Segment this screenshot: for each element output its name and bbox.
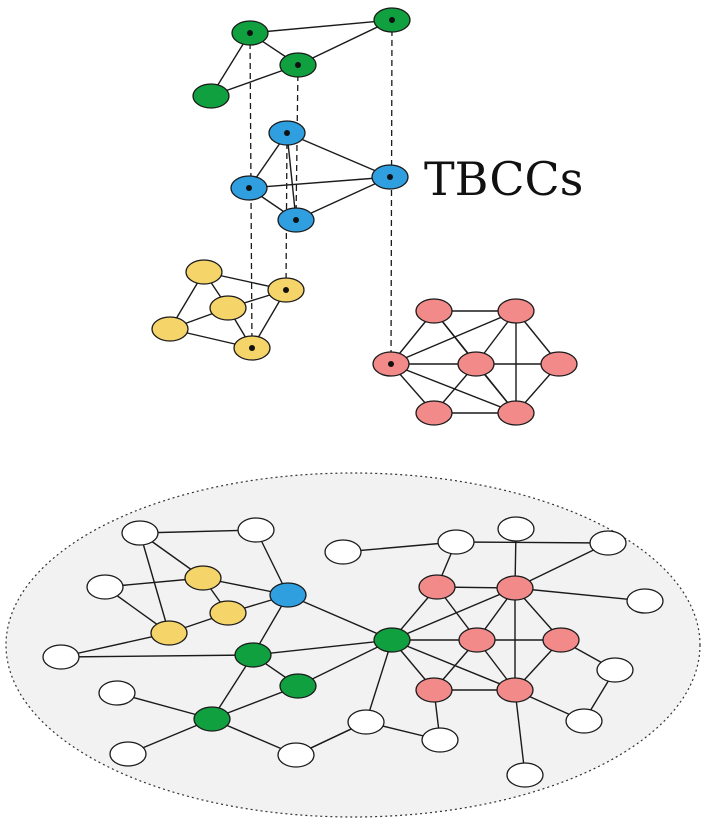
projection-line	[285, 132, 288, 291]
projection-anchor-dot	[388, 361, 394, 367]
network-node-yellow	[184, 565, 222, 591]
network-node-green	[234, 642, 272, 668]
cluster-nodes	[151, 7, 578, 426]
network-node-white	[347, 709, 385, 735]
projection-anchor-dot	[283, 287, 289, 293]
network-node-white	[324, 539, 362, 565]
projection-anchor-dot	[284, 130, 290, 136]
pink-cluster-node	[415, 400, 453, 426]
blue-cluster-edge	[286, 132, 391, 178]
blue-cluster-edge	[286, 132, 297, 221]
projection-anchor-dot	[293, 217, 299, 223]
tbcc-label: TBCCs	[424, 152, 583, 206]
network-node-white	[277, 742, 315, 768]
projection-anchor-dot	[247, 30, 253, 36]
cluster-edges	[169, 19, 560, 414]
projection-anchor-dot	[389, 17, 395, 23]
network-node-white	[437, 529, 475, 555]
yellow-cluster-node	[185, 259, 223, 285]
network-node-green	[279, 673, 317, 699]
network-nodes	[42, 516, 664, 788]
network-node-pink	[415, 677, 453, 703]
yellow-cluster-node	[151, 316, 189, 342]
network-node-yellow	[209, 600, 247, 626]
pink-cluster-node	[497, 298, 535, 324]
network-node-white	[506, 762, 544, 788]
network-edge	[514, 587, 646, 602]
pink-cluster-node	[415, 298, 453, 324]
network-node-white	[596, 657, 634, 683]
projection-line	[249, 32, 253, 349]
network-node-yellow	[150, 620, 188, 646]
network-node-white	[589, 530, 627, 556]
network-node-white	[86, 574, 124, 600]
network-node-pink	[496, 575, 534, 601]
network-node-white	[421, 727, 459, 753]
network-node-white	[497, 516, 535, 542]
blue-cluster-edge	[248, 176, 391, 189]
projection-line	[390, 19, 393, 365]
network-node-blue	[269, 582, 307, 608]
projection-anchor-dot	[246, 185, 252, 191]
green-cluster-edge	[249, 19, 393, 34]
projection-anchor-dot	[249, 345, 255, 351]
projection-line	[295, 64, 299, 221]
network-edge	[297, 639, 393, 687]
network-edge	[139, 529, 257, 534]
network-edge	[365, 639, 393, 723]
pink-cluster-edge	[390, 363, 517, 414]
network-node-white	[42, 644, 80, 670]
network-node-white	[626, 588, 664, 614]
pink-cluster-node	[457, 351, 495, 377]
network-edge	[60, 632, 170, 658]
projection-anchor-dot	[295, 62, 301, 68]
blue-cluster-edge	[295, 176, 391, 221]
network-plane	[5, 472, 701, 818]
pink-cluster-edge	[390, 310, 517, 365]
projection-anchor-dot	[387, 174, 393, 180]
green-cluster-node	[192, 83, 230, 109]
pink-cluster-node	[540, 351, 578, 377]
network-edge	[60, 654, 254, 658]
yellow-cluster-node	[209, 295, 247, 321]
network-edge	[514, 689, 526, 776]
network-node-white	[98, 680, 136, 706]
network-node-white	[237, 517, 275, 543]
network-node-pink	[418, 574, 456, 600]
network-node-white	[109, 741, 147, 767]
network-node-green	[193, 706, 231, 732]
network-edge	[287, 594, 393, 641]
network-node-pink	[542, 627, 580, 653]
projection-lines	[249, 19, 393, 365]
network-edge	[342, 541, 457, 553]
network-node-pink	[496, 677, 534, 703]
pink-cluster-node	[497, 400, 535, 426]
network-node-white	[565, 708, 603, 734]
network-edge	[455, 541, 609, 544]
network-plane-group	[5, 472, 701, 818]
network-node-green	[373, 627, 411, 653]
network-edge	[514, 542, 609, 589]
network-edge	[252, 639, 393, 656]
network-node-white	[121, 520, 159, 546]
network-node-pink	[458, 627, 496, 653]
network-edge	[391, 639, 516, 691]
network-edge	[391, 587, 516, 641]
green-cluster-edge	[297, 19, 393, 66]
